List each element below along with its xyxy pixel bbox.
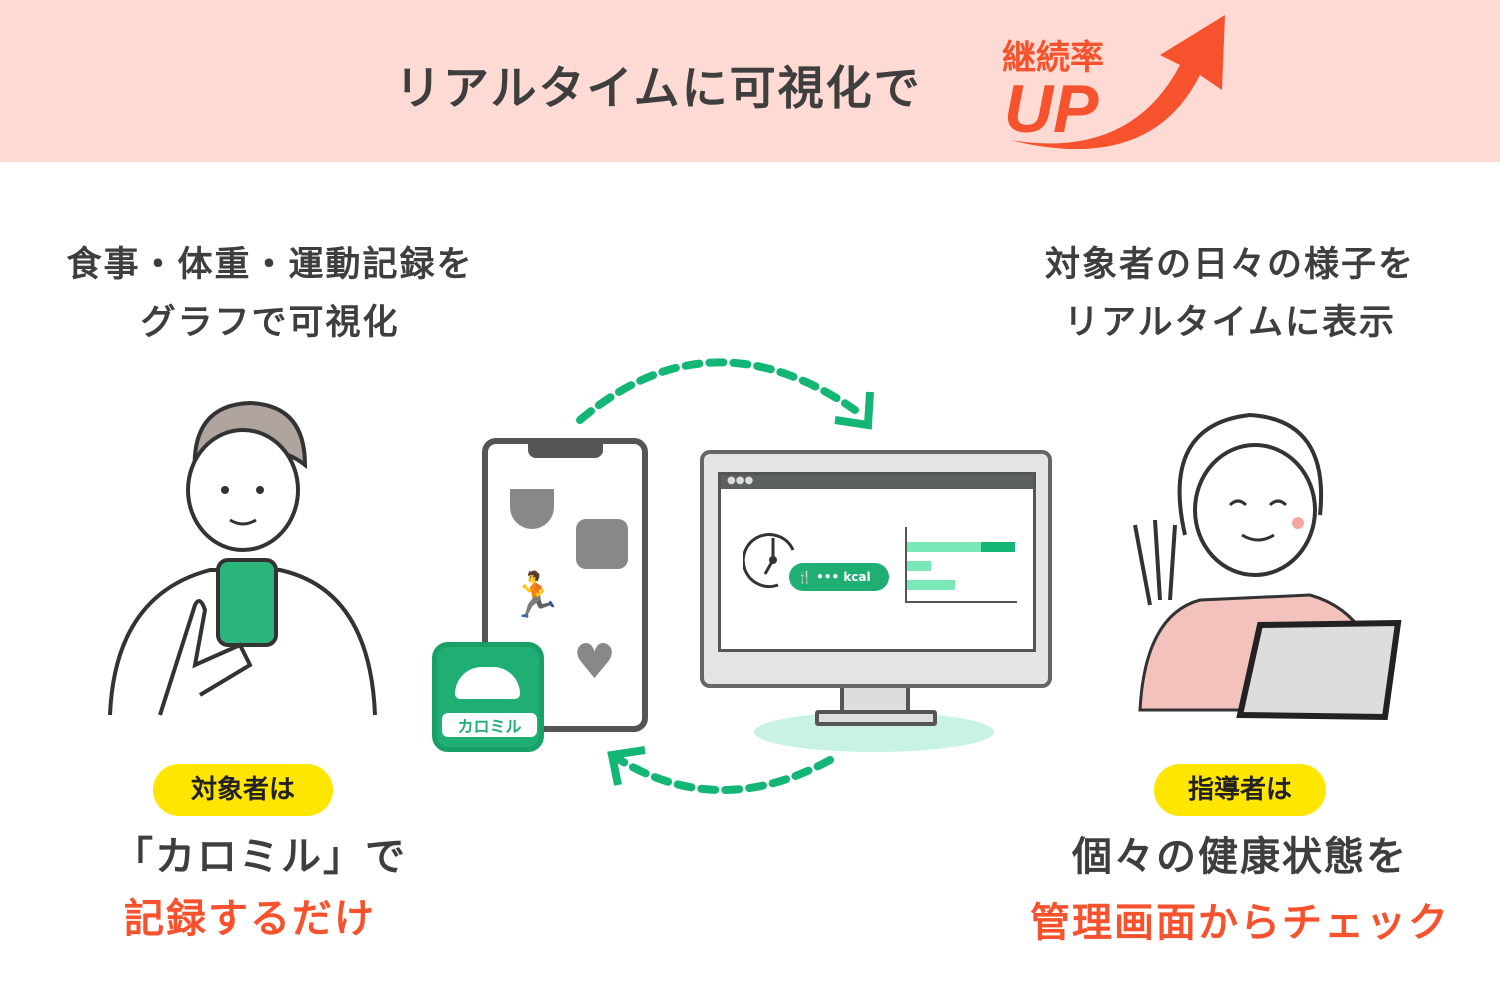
chart-bar xyxy=(907,580,955,590)
smartphone: 🏃 ♥ xyxy=(482,438,648,732)
right-message-1: 個々の健康状態を xyxy=(1072,834,1408,880)
up-arrow-icon xyxy=(1010,15,1225,150)
left-message-1: 「カロミル」で xyxy=(113,834,407,880)
scale-icon xyxy=(576,519,628,569)
dashboard-screen: ●●● 🍴 ••• kcal xyxy=(718,472,1036,652)
monitor-base xyxy=(815,710,937,726)
chart-bar xyxy=(981,542,1015,552)
chart-bar xyxy=(907,542,981,552)
right-caption-2: リアルタイムに表示 xyxy=(1064,303,1396,343)
calomeal-app-icon: カロミル xyxy=(432,642,544,752)
sync-arrows-icon xyxy=(576,358,874,794)
running-icon: 🏃 xyxy=(508,570,563,621)
header-banner xyxy=(0,0,1500,162)
up-label: UP xyxy=(1004,71,1099,147)
instructor-badge: 指導者は xyxy=(1154,764,1326,816)
left-caption-1: 食事・体重・運動記録を xyxy=(66,245,474,285)
kcal-pill: 🍴 ••• kcal xyxy=(789,563,889,591)
left-caption-2: グラフで可視化 xyxy=(140,303,400,343)
kcal-dots: ••• xyxy=(816,570,840,584)
target-user-badge: 対象者は xyxy=(153,764,333,816)
clock-icon xyxy=(743,533,795,589)
kcal-label: kcal xyxy=(843,570,871,584)
heart-icon: ♥ xyxy=(573,634,617,690)
monitor: ●●● 🍴 ••• kcal xyxy=(700,450,1052,688)
retention-label: 継続率 xyxy=(1002,38,1104,78)
right-caption-1: 対象者の日々の様子を xyxy=(1044,245,1415,285)
app-name: カロミル xyxy=(442,713,537,737)
cutlery-icon: 🍴 xyxy=(797,570,817,584)
scale-icon xyxy=(455,667,520,699)
chart-bar xyxy=(907,561,931,571)
page-title: リアルタイムに可視化で xyxy=(395,61,922,115)
right-message-2: 管理画面からチェック xyxy=(1030,900,1450,946)
rice-bowl-icon xyxy=(510,489,554,529)
left-message-2: 記録するだけ xyxy=(124,896,376,942)
user-man-illustration xyxy=(108,400,377,716)
chart-axis-y xyxy=(905,527,907,602)
chart-axis-x xyxy=(905,601,1017,603)
instructor-woman-illustration xyxy=(1133,412,1402,721)
